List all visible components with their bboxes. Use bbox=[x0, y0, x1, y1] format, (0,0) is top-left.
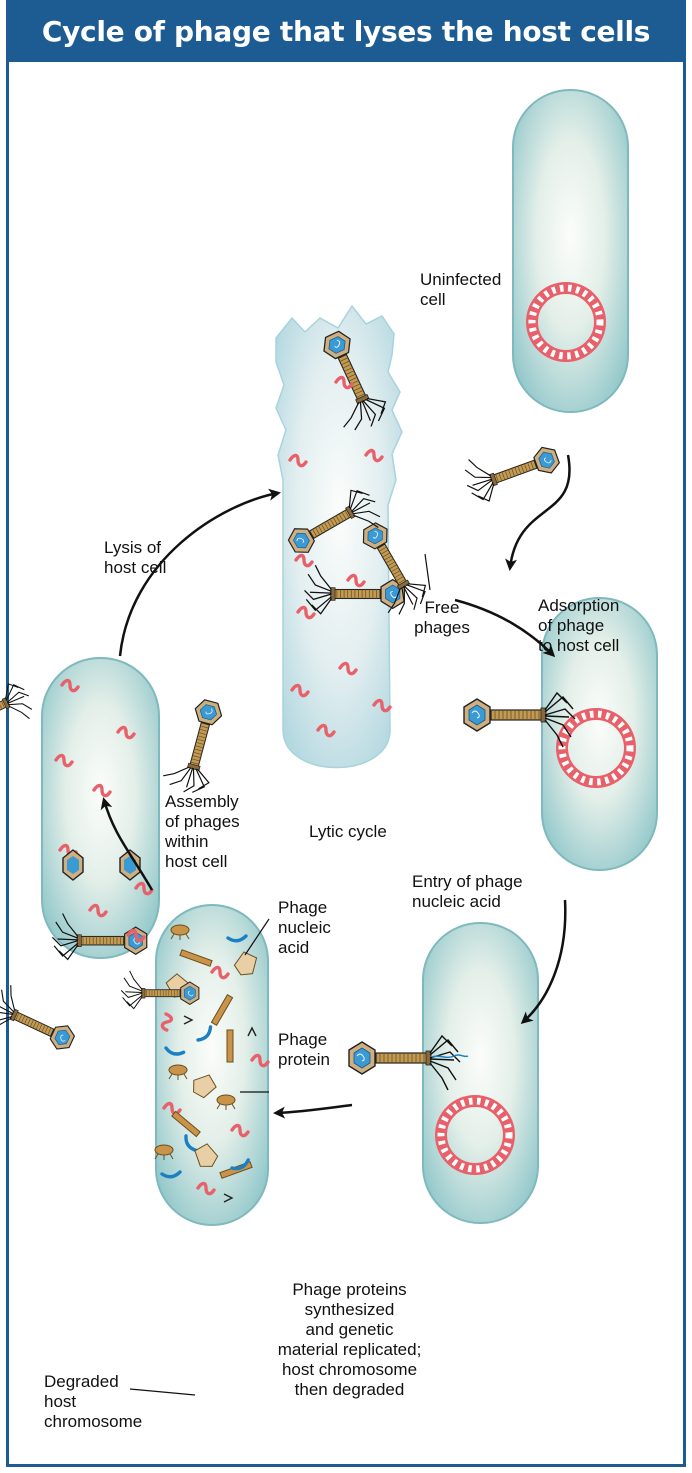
entry-cell bbox=[349, 923, 538, 1223]
arrow-synthesis bbox=[276, 1105, 352, 1113]
synthesis-cell bbox=[155, 905, 268, 1225]
label-lytic-cycle: Lytic cycle bbox=[309, 822, 387, 842]
uninfected-cell bbox=[513, 90, 628, 412]
